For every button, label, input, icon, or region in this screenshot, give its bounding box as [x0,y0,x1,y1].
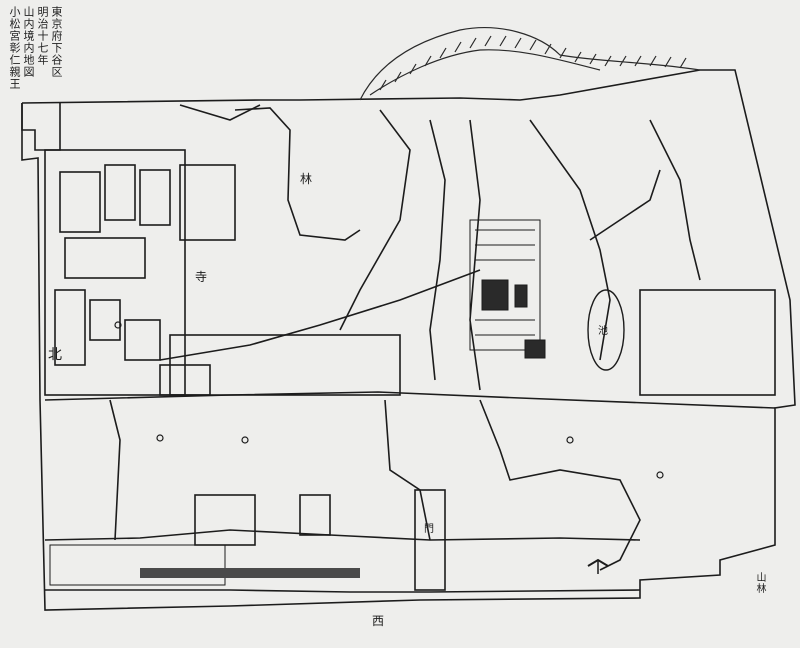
ridge-group [359,27,701,101]
title-line-2: 山内境内地図 [22,6,35,78]
path-g [529,119,611,361]
path-a [159,269,481,361]
mountain-side-label: 山林 [754,572,765,594]
building-2 [104,164,136,221]
building-1 [59,171,101,233]
north-label: 北 [48,347,62,363]
notch-top-left [21,103,61,151]
compound-south [194,494,256,546]
markers [114,321,664,479]
south-road-top [44,529,641,541]
building-5 [54,289,86,366]
path-d [179,104,261,121]
gate-label: 門 [424,524,434,535]
path-b [234,107,361,241]
ridge-hatch [379,35,687,91]
building-4 [64,237,146,279]
building-south-2 [299,494,331,536]
building-3 [139,169,171,226]
temple-complex [469,219,546,359]
path-j [109,399,121,541]
ridge-line-2 [369,49,601,96]
garden-stipple [49,544,360,586]
building-6 [89,299,121,341]
pond [587,289,625,371]
west-label: 西 [372,614,385,628]
title-line-1: 小松宮彰仁親王 [8,6,21,90]
enclosure-east [639,289,776,396]
forest-label: 林 [300,172,313,186]
path-k [384,399,431,541]
title-line-4: 東京府下谷区 [50,6,63,78]
gate-south [414,489,446,591]
compound-west [44,149,186,396]
pond-label: 池 [598,326,608,337]
enclosure-south-mid [169,334,401,396]
temple-label: 寺 [195,270,208,284]
ridge-line [359,27,701,101]
building-8 [179,164,236,241]
south-road-bottom [45,589,641,593]
path-c [339,109,411,331]
path-h [589,169,661,241]
title-line-3: 明治十七年 [36,6,49,66]
path-e [429,119,446,381]
path-i [649,119,701,281]
building-7 [124,319,161,361]
outer-boundary [21,69,796,611]
mid-divider [44,391,776,409]
path-l [479,399,641,571]
